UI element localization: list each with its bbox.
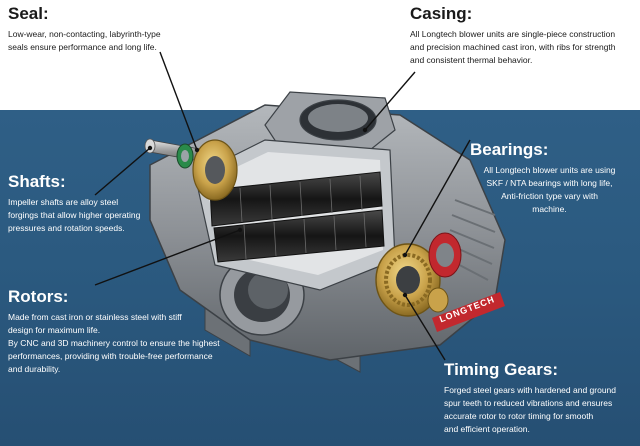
seal-title: Seal:: [8, 4, 49, 23]
casing-title: Casing:: [410, 4, 473, 23]
timing-gears-description: Forged steel gears with hardened and gro…: [444, 385, 617, 434]
leader-lines: [94, 51, 471, 361]
callout-shafts: Shafts: Impeller shafts are alloy steel …: [8, 172, 168, 235]
shafts-title: Shafts:: [8, 172, 66, 191]
timing-gears-title: Timing Gears:: [444, 360, 558, 379]
bearings-title: Bearings:: [470, 140, 549, 159]
timing-gear: [375, 232, 462, 317]
rotors-title: Rotors:: [8, 287, 69, 306]
seal-description: Low-wear, non-contacting, labyrinth-type…: [8, 29, 161, 52]
cutaway-cavity: [194, 139, 396, 291]
bearings-description: All Longtech blower units are using SKF …: [483, 165, 616, 214]
casing-description: All Longtech blower units are single-pie…: [410, 29, 616, 65]
shafts-description: Impeller shafts are alloy steel forgings…: [8, 197, 141, 233]
brand-strip: [432, 292, 505, 332]
callout-seal: Seal: Low-wear, non-contacting, labyrint…: [8, 4, 248, 54]
left-bearing: [192, 139, 238, 201]
callout-casing: Casing: All Longtech blower units are si…: [410, 4, 640, 67]
rotors-description: Made from cast iron or stainless steel w…: [8, 312, 220, 374]
callout-rotors: Rotors: Made from cast iron or stainless…: [8, 287, 243, 376]
top-white-area: [0, 0, 640, 110]
callout-timing-gears: Timing Gears: Forged steel gears with ha…: [444, 360, 639, 436]
callout-bearings: Bearings: All Longtech blower units are …: [462, 140, 637, 216]
leader-dots: [147, 127, 408, 298]
